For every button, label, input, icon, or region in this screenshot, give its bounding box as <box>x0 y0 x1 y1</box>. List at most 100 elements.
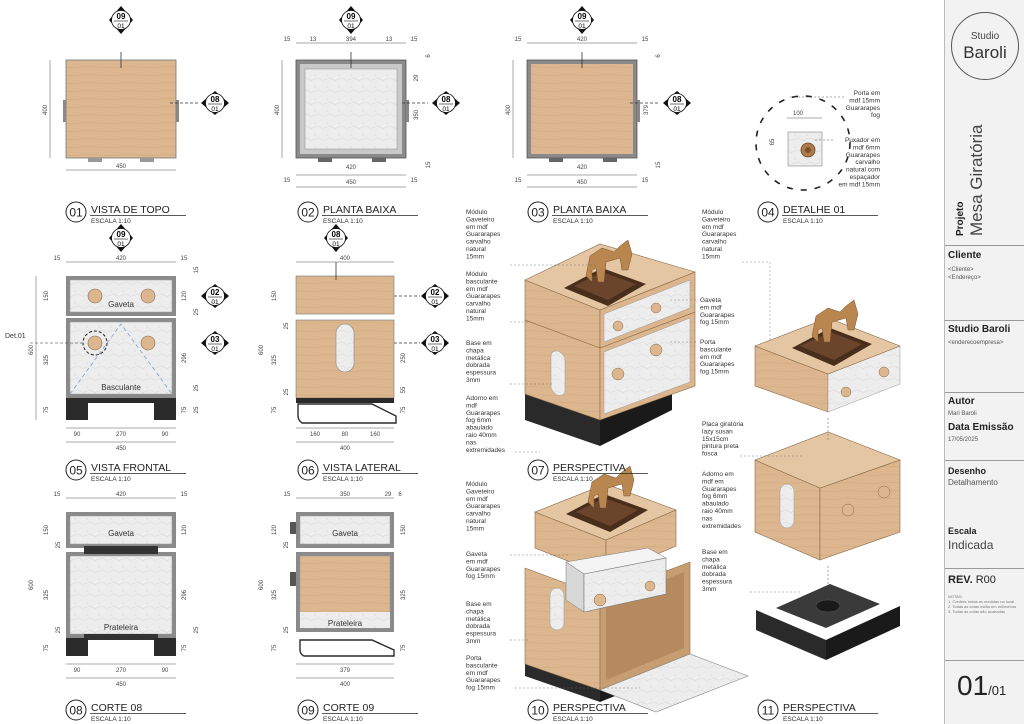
view-scale: ESCALA 1:10 <box>553 716 593 723</box>
dim-text: 400 <box>340 682 351 688</box>
note-line: Base em <box>466 601 492 608</box>
note-line: fog 15mm <box>700 369 729 376</box>
note-line: Módulo <box>702 209 724 216</box>
dim-text: 15 <box>181 256 188 262</box>
marker-label: 08 <box>211 95 220 104</box>
dim-text: 6 <box>398 492 402 498</box>
note-line: pintura preta <box>702 443 739 450</box>
note-line: extremidades <box>466 447 506 454</box>
studio-name: Studio Baroli <box>948 324 1011 335</box>
note-line: Guararapes <box>466 677 501 684</box>
dim-text: 75 <box>272 644 278 651</box>
note-line: natural <box>466 518 486 525</box>
note-line: Adorno em <box>466 395 498 402</box>
view-number-circle <box>297 201 319 223</box>
note-line: Módulo <box>466 271 488 278</box>
dim-text: 400 <box>275 104 281 115</box>
dim-text: 250 <box>401 352 407 363</box>
label-prateleira: Prateleira <box>104 623 139 632</box>
view-number: 09 <box>301 704 315 718</box>
dim-text: 15 <box>181 492 188 498</box>
dim-text: 90 <box>74 668 81 674</box>
note-line: Guararapes <box>466 566 501 573</box>
rev-label: REV. <box>948 574 973 586</box>
dim-text: 420 <box>116 492 127 498</box>
dim-text: 400 <box>340 256 351 262</box>
studio-address: <enderecoempresa> <box>948 340 1004 346</box>
note-line: 15mm <box>466 253 484 260</box>
note-line: dobrada <box>466 362 490 369</box>
note-line: Gaveteiro <box>466 216 495 223</box>
rev-value: R00 <box>975 574 996 586</box>
dim-text: 29 <box>385 492 392 498</box>
note-line: 3mm <box>466 377 480 384</box>
marker-circle <box>111 228 131 248</box>
view-01-top: 450 400 <box>43 52 200 171</box>
marker-circle <box>205 286 225 306</box>
marker-label: 08 <box>673 95 682 104</box>
note-line: em mdf <box>466 224 488 231</box>
note-line: em mdf <box>466 286 488 293</box>
marker-label: 03 <box>211 335 220 344</box>
note-line: mdf 15mm <box>849 97 880 104</box>
note-line: Gaveteiro <box>466 488 495 495</box>
view-number: 01 <box>69 206 83 220</box>
marker-label: 09 <box>347 12 356 21</box>
view-title: VISTA DE TOPO <box>91 204 170 216</box>
note-line: chapa <box>466 347 484 354</box>
view-number-circle <box>65 699 87 721</box>
dim-text: 270 <box>116 432 127 438</box>
dim-text: 150 <box>401 524 407 535</box>
view-number: 02 <box>301 206 315 220</box>
marker-label: 08 <box>442 95 451 104</box>
dim-text: 25 <box>194 384 200 391</box>
note-line: Guararapes <box>466 293 501 300</box>
dim-text: 75 <box>401 644 407 651</box>
dim-text: 55 <box>401 386 407 393</box>
view-05-front: Gaveta Basculante Det.01 420 15 15 90 27… <box>5 256 200 452</box>
view-title: VISTA FRONTAL <box>91 462 171 474</box>
view-11-perspective <box>754 299 901 660</box>
view-09-section: Gaveta Prateleira 350 15 29 6 379 400 60… <box>259 492 407 688</box>
dim-text: 600 <box>259 579 265 590</box>
note-line: em mdf <box>702 224 724 231</box>
note-line: chapa <box>702 556 720 563</box>
note-line: carvalho <box>466 239 491 246</box>
view-number-circle <box>527 459 549 481</box>
dim-text: 25 <box>284 626 290 633</box>
note-line: Gaveteiro <box>702 216 731 223</box>
dim-text: 25 <box>284 388 290 395</box>
note-line: abaulado <box>466 425 493 432</box>
note-line: 1. Conferir todas as medidas no local <box>948 599 1015 604</box>
marker-circle <box>436 93 456 113</box>
dim-text: 600 <box>29 579 35 590</box>
project-label: Projeto <box>955 201 966 236</box>
dim-text: 90 <box>162 432 169 438</box>
label-basculante: Basculante <box>101 383 141 392</box>
view-07-perspective <box>524 239 696 446</box>
note-line: raio 40mm <box>702 508 733 515</box>
note-line: basculante <box>466 278 498 285</box>
dim-text: 450 <box>116 164 127 170</box>
dim-text: 15 <box>411 178 418 184</box>
dim-text: 15 <box>426 161 432 168</box>
title-block: Studio Baroli Projeto Mesa Giratória Cli… <box>944 0 1024 724</box>
client-address: <Endereço> <box>948 275 981 281</box>
note-line: Guararapes <box>702 231 737 238</box>
marker-label: 09 <box>117 230 126 239</box>
dim-text: 325 <box>272 354 278 365</box>
note-line: 3mm <box>702 586 716 593</box>
marker-label: 08 <box>332 230 341 239</box>
note-line: 15mm <box>702 253 720 260</box>
view-number: 03 <box>531 206 545 220</box>
note-line: Puxador em <box>845 137 880 144</box>
note-line: 15mm <box>466 315 484 322</box>
